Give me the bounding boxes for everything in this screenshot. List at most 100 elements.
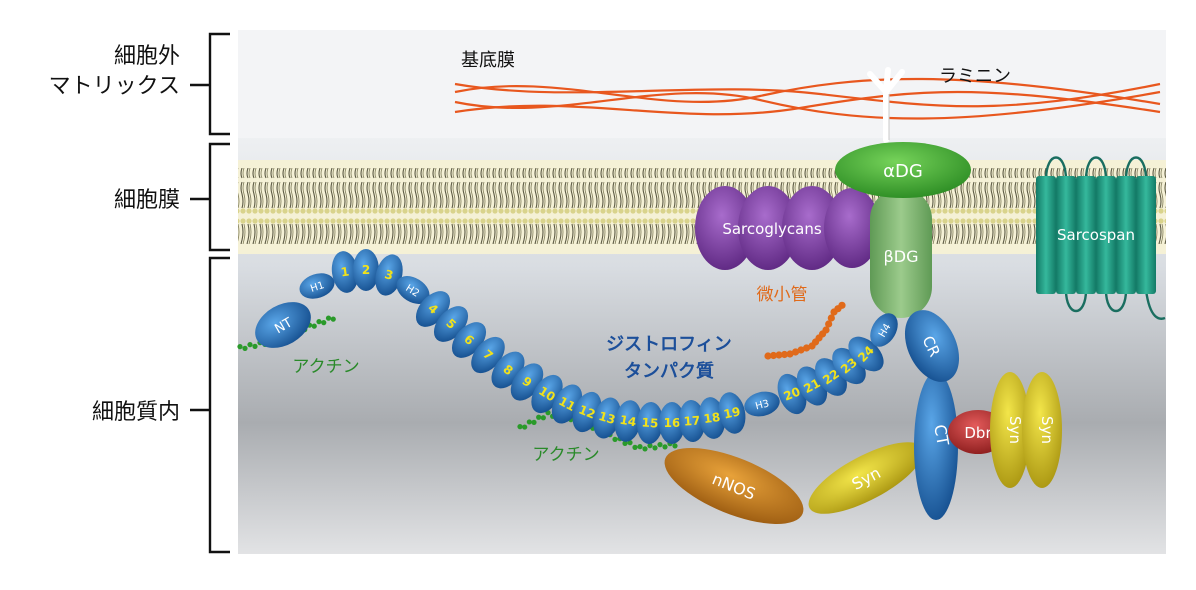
syntrophin-3: Syn <box>1022 372 1062 488</box>
dystrophin-repeat: 1 <box>331 251 359 293</box>
basement-membrane-label: 基底膜 <box>461 50 515 71</box>
microtubule-bead <box>797 346 805 354</box>
region-label-ecm-line2: マトリックス <box>48 73 180 99</box>
actin-bead <box>517 424 523 430</box>
region-label-ecm-line1: 細胞外 <box>113 44 180 69</box>
actin-bead <box>237 344 243 350</box>
dystrophin-repeat: 2 <box>353 249 379 291</box>
repeat-label: 1 <box>340 264 350 279</box>
ct-domain: CT <box>914 372 958 520</box>
repeat-label: 11 <box>556 394 577 414</box>
repeat-bead <box>614 400 642 442</box>
laminin-label: ラミニン <box>939 66 1011 87</box>
repeat-bead <box>678 400 706 442</box>
repeat-label: 12 <box>577 402 598 421</box>
actin-bead <box>325 315 332 321</box>
sarcoglycans-complex: Sarcoglycans <box>695 186 880 270</box>
bracket-membrane <box>208 142 230 252</box>
actin-bead <box>531 419 537 425</box>
repeat-bead <box>593 397 621 439</box>
hinge-label: H3 <box>754 398 770 412</box>
nt-domain: NT <box>255 302 311 348</box>
hinge-bead <box>396 276 430 304</box>
actin-bead <box>321 320 327 326</box>
nnos: nNOS <box>664 448 804 524</box>
sarcospan-label: Sarcospan <box>1057 226 1135 244</box>
microtubule-label: 微小管 <box>757 285 808 305</box>
dystrophin-repeat: 19 <box>718 392 746 434</box>
dystrophin-repeat: 13 <box>593 397 621 439</box>
microtubule-bead <box>822 326 830 334</box>
repeat-bead <box>375 254 403 296</box>
actin-label-1: アクチン <box>292 357 359 377</box>
microtubule-bead <box>769 351 778 360</box>
repeat-bead <box>353 249 379 291</box>
microtubule-bead <box>791 348 800 356</box>
hinge-bead <box>299 273 335 299</box>
dystrophin-repeat: 3 <box>375 254 403 296</box>
repeat-label: 17 <box>683 413 701 428</box>
actin-bead <box>252 343 258 349</box>
beta-dystroglycan: βDG <box>870 188 932 318</box>
microtubule-bead <box>780 350 789 359</box>
actin-bead <box>642 446 648 452</box>
repeat-label: 19 <box>722 404 741 421</box>
dystrophin-hinge: H4 <box>870 313 898 347</box>
actin-bead <box>526 419 532 425</box>
syntrophin-2: Syn <box>990 372 1030 488</box>
bracket-cytoplasm <box>208 256 230 554</box>
repeat-label: 18 <box>703 410 721 426</box>
repeat-label: 14 <box>619 413 638 430</box>
actin-bead <box>622 440 628 446</box>
actin-bead <box>540 415 546 421</box>
repeat-label: 15 <box>641 415 659 430</box>
syn-label-3: Syn <box>1038 416 1056 444</box>
sarcospan: Sarcospan <box>1036 156 1166 320</box>
dbr-label: Dbr <box>964 424 992 442</box>
actin-bead <box>662 444 668 450</box>
extracellular-zone <box>238 30 1166 138</box>
actin-bead <box>522 424 528 430</box>
repeat-label: 3 <box>383 267 395 283</box>
ct-label: CT <box>930 423 952 447</box>
syntrophin-1: Syn <box>808 442 924 514</box>
actin-bead <box>242 345 248 351</box>
microtubule-bead <box>838 301 846 309</box>
repeat-label: 13 <box>597 409 617 427</box>
hinge-bead <box>870 313 898 347</box>
alpha-dystroglycan: αDG <box>835 142 971 198</box>
dystrophin-hinge: H1 <box>299 273 335 299</box>
actin-label-2: アクチン <box>532 445 599 465</box>
actin-bead <box>612 436 618 442</box>
dystrophin-hinge: H3 <box>744 391 780 417</box>
actin-bead <box>637 444 643 450</box>
bracket-ecm <box>208 32 230 136</box>
actin-bead <box>627 440 633 446</box>
actin-bead <box>330 316 336 322</box>
repeat-bead <box>331 251 359 293</box>
microtubule-bead <box>827 314 835 322</box>
dystrophin-repeat: 16 <box>659 402 685 444</box>
repeat-label: 16 <box>664 416 681 430</box>
actin-bead <box>657 442 663 448</box>
actin-bead <box>652 445 658 451</box>
alpha-dg-label: αDG <box>883 161 923 182</box>
beta-dg-label: βDG <box>884 247 919 266</box>
dystrophin-repeat: 17 <box>678 400 706 442</box>
microtubule-bead <box>802 344 811 352</box>
cr-domain: CR <box>904 310 960 382</box>
actin-bead <box>311 323 317 329</box>
hinge-label: H1 <box>309 280 326 295</box>
hinge-bead <box>744 391 780 417</box>
repeat-label: 20 <box>782 384 803 403</box>
microtubule-bead <box>825 320 833 328</box>
dystrophin-label-line1: ジストロフィン <box>606 334 732 355</box>
dystrophin-hinge: H2 <box>396 276 430 304</box>
microtubule-bead <box>786 350 794 358</box>
repeat-label: 2 <box>362 263 370 277</box>
dystrophin-repeat: 15 <box>636 402 664 444</box>
microtubule-bead <box>775 351 783 359</box>
microtubule-bead <box>764 352 772 360</box>
